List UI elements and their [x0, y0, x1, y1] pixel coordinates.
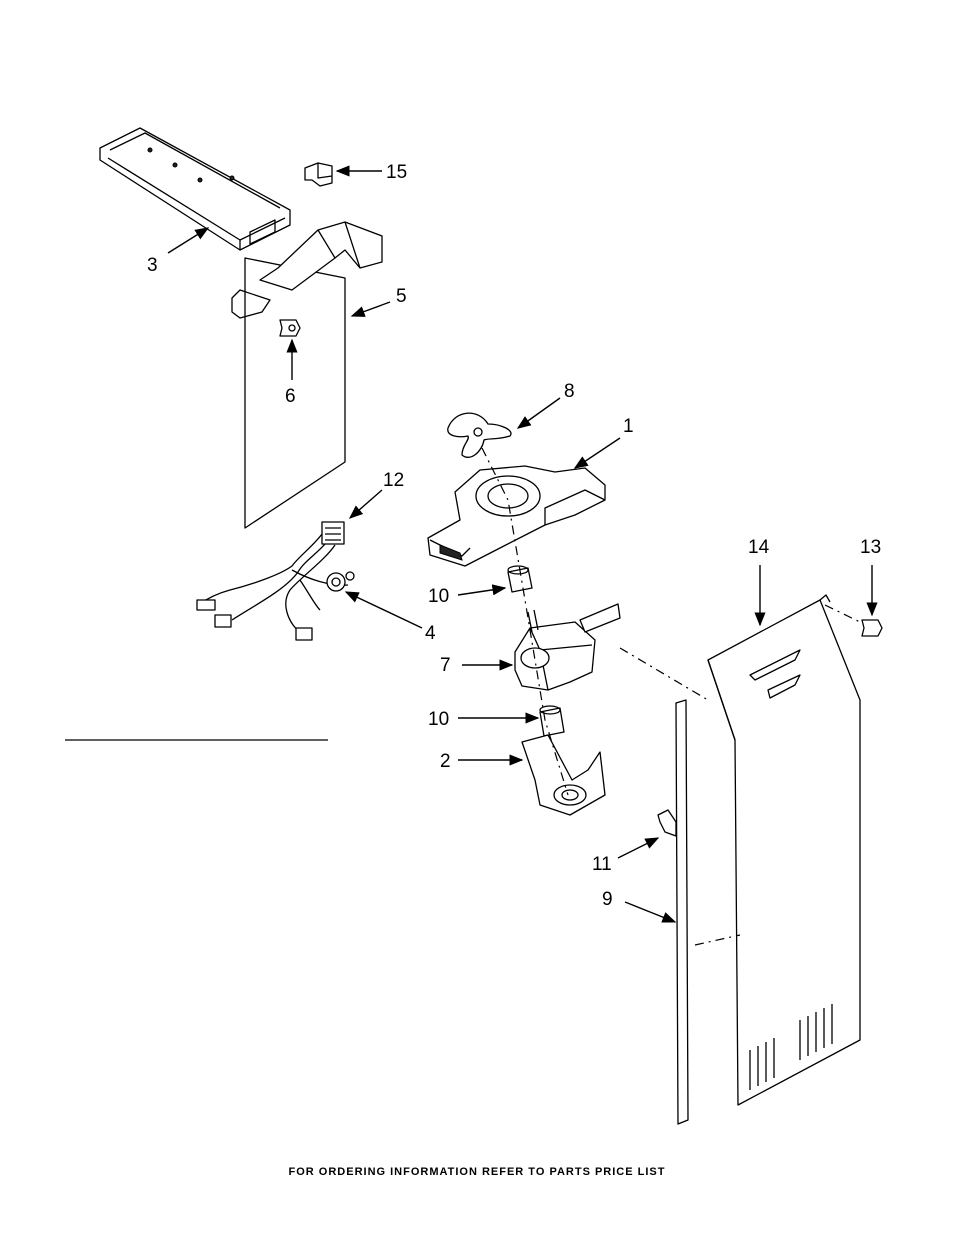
part-3-tray — [99, 127, 291, 251]
callout-7: 7 — [440, 655, 451, 676]
leader-lines — [167, 165, 878, 923]
callout-9: 9 — [602, 889, 613, 910]
part-6-screw — [279, 319, 301, 337]
part-9-strip — [675, 699, 689, 1125]
callout-1: 1 — [623, 416, 634, 437]
part-8-fan-blade — [447, 412, 512, 458]
callout-8: 8 — [564, 381, 575, 402]
callout-labels: 15 3 5 6 8 1 12 14 13 10 4 7 10 2 11 9 — [147, 162, 881, 910]
part-11-clip — [657, 809, 677, 837]
part-14-cover-panel — [707, 594, 861, 1106]
callout-2: 2 — [440, 751, 451, 772]
callout-12: 12 — [383, 470, 404, 491]
part-2-motor-bracket — [521, 734, 606, 816]
part-10-grommet-upper — [507, 565, 533, 593]
part-15-clip — [304, 162, 333, 187]
callout-5: 5 — [396, 286, 407, 307]
callout-14: 14 — [748, 537, 770, 558]
part-12-wire-harness — [196, 521, 355, 641]
part-7-fan-motor — [514, 603, 621, 691]
part-13-screw — [861, 619, 883, 637]
callout-11: 11 — [592, 854, 612, 875]
footer-note: FOR ORDERING INFORMATION REFER TO PARTS … — [288, 1166, 666, 1178]
callout-3: 3 — [147, 255, 158, 276]
callout-10-upper: 10 — [428, 586, 449, 607]
part-10-grommet-lower — [539, 705, 565, 737]
part-5-duct-panel — [231, 221, 383, 529]
part-1-fan-housing — [427, 465, 606, 567]
callout-4: 4 — [425, 623, 436, 644]
callout-10-lower: 10 — [428, 709, 449, 730]
assembly-lines — [481, 447, 861, 946]
callout-6: 6 — [285, 386, 296, 407]
callout-15: 15 — [386, 162, 407, 183]
callout-13: 13 — [860, 537, 881, 558]
